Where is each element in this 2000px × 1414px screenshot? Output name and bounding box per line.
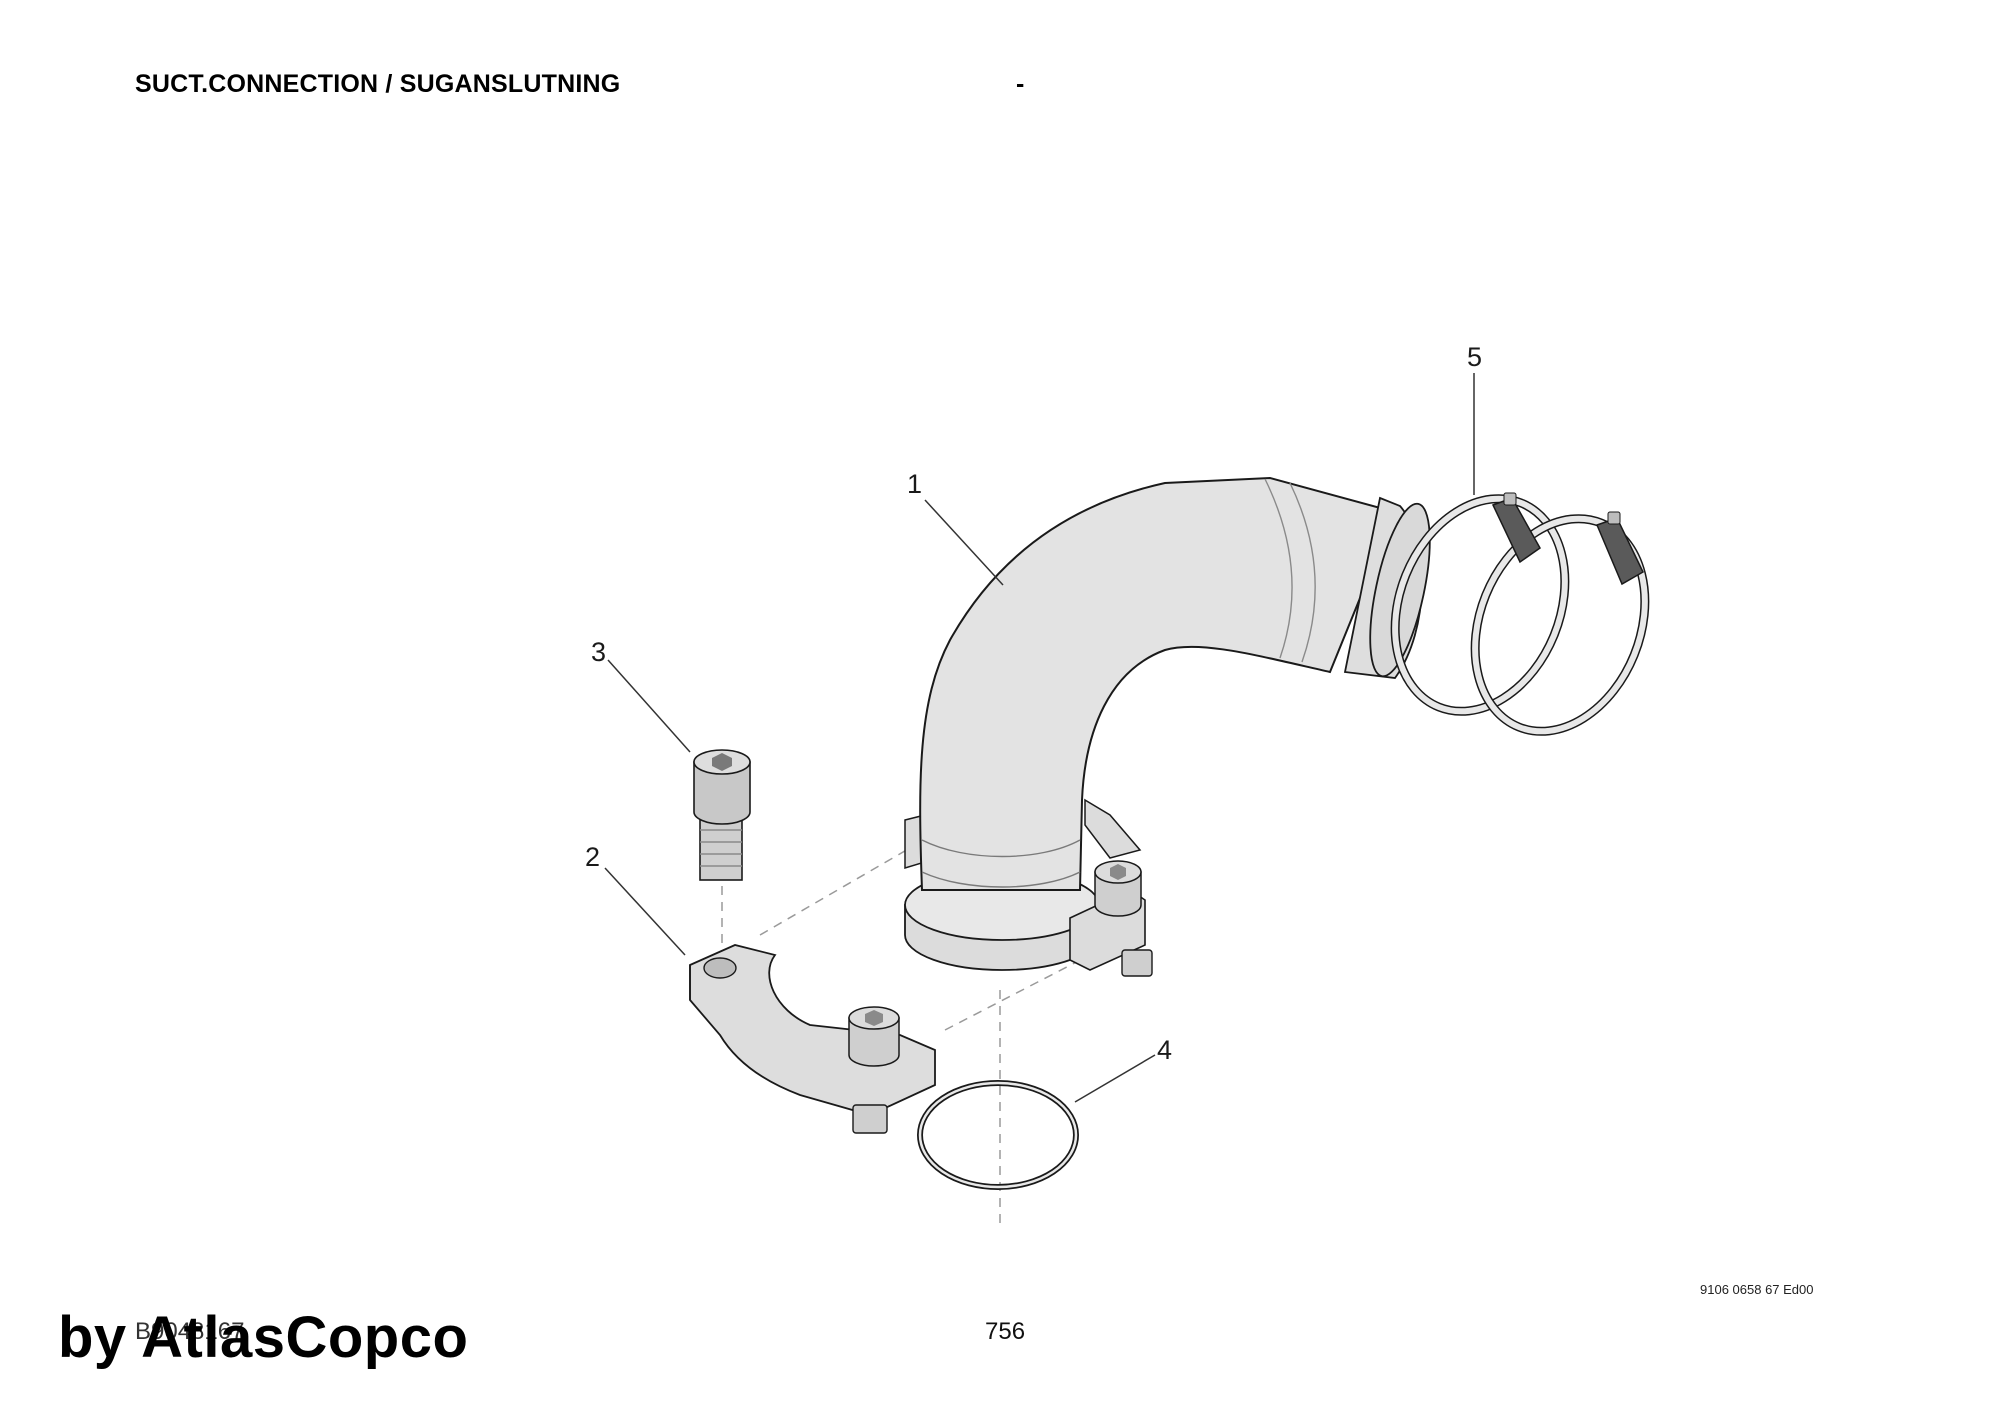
callout-2: 2 bbox=[585, 842, 600, 872]
page-number: 756 bbox=[985, 1318, 1026, 1345]
callout-leader-lines bbox=[604, 373, 1475, 1103]
part-2-split-flange bbox=[689, 944, 936, 1134]
watermark: by AtlasCopco bbox=[58, 1305, 469, 1370]
page-title: SUCT.CONNECTION / SUGANSLUTNING bbox=[135, 70, 621, 98]
part-1-suction-pipe bbox=[904, 476, 1431, 977]
callout-4: 4 bbox=[1157, 1035, 1172, 1065]
figure-id: B9048167 bbox=[135, 1318, 245, 1345]
part-5-hose-clamps bbox=[1390, 492, 1650, 736]
callout-5: 5 bbox=[1467, 342, 1482, 372]
document-number: 9106 0658 67 Ed00 bbox=[1700, 1282, 1814, 1297]
header-dash: - bbox=[1016, 70, 1025, 98]
callout-3: 3 bbox=[591, 637, 606, 667]
part-4-o-ring bbox=[917, 1080, 1079, 1190]
part-3-cap-screw bbox=[693, 749, 751, 881]
callout-1: 1 bbox=[907, 469, 922, 499]
